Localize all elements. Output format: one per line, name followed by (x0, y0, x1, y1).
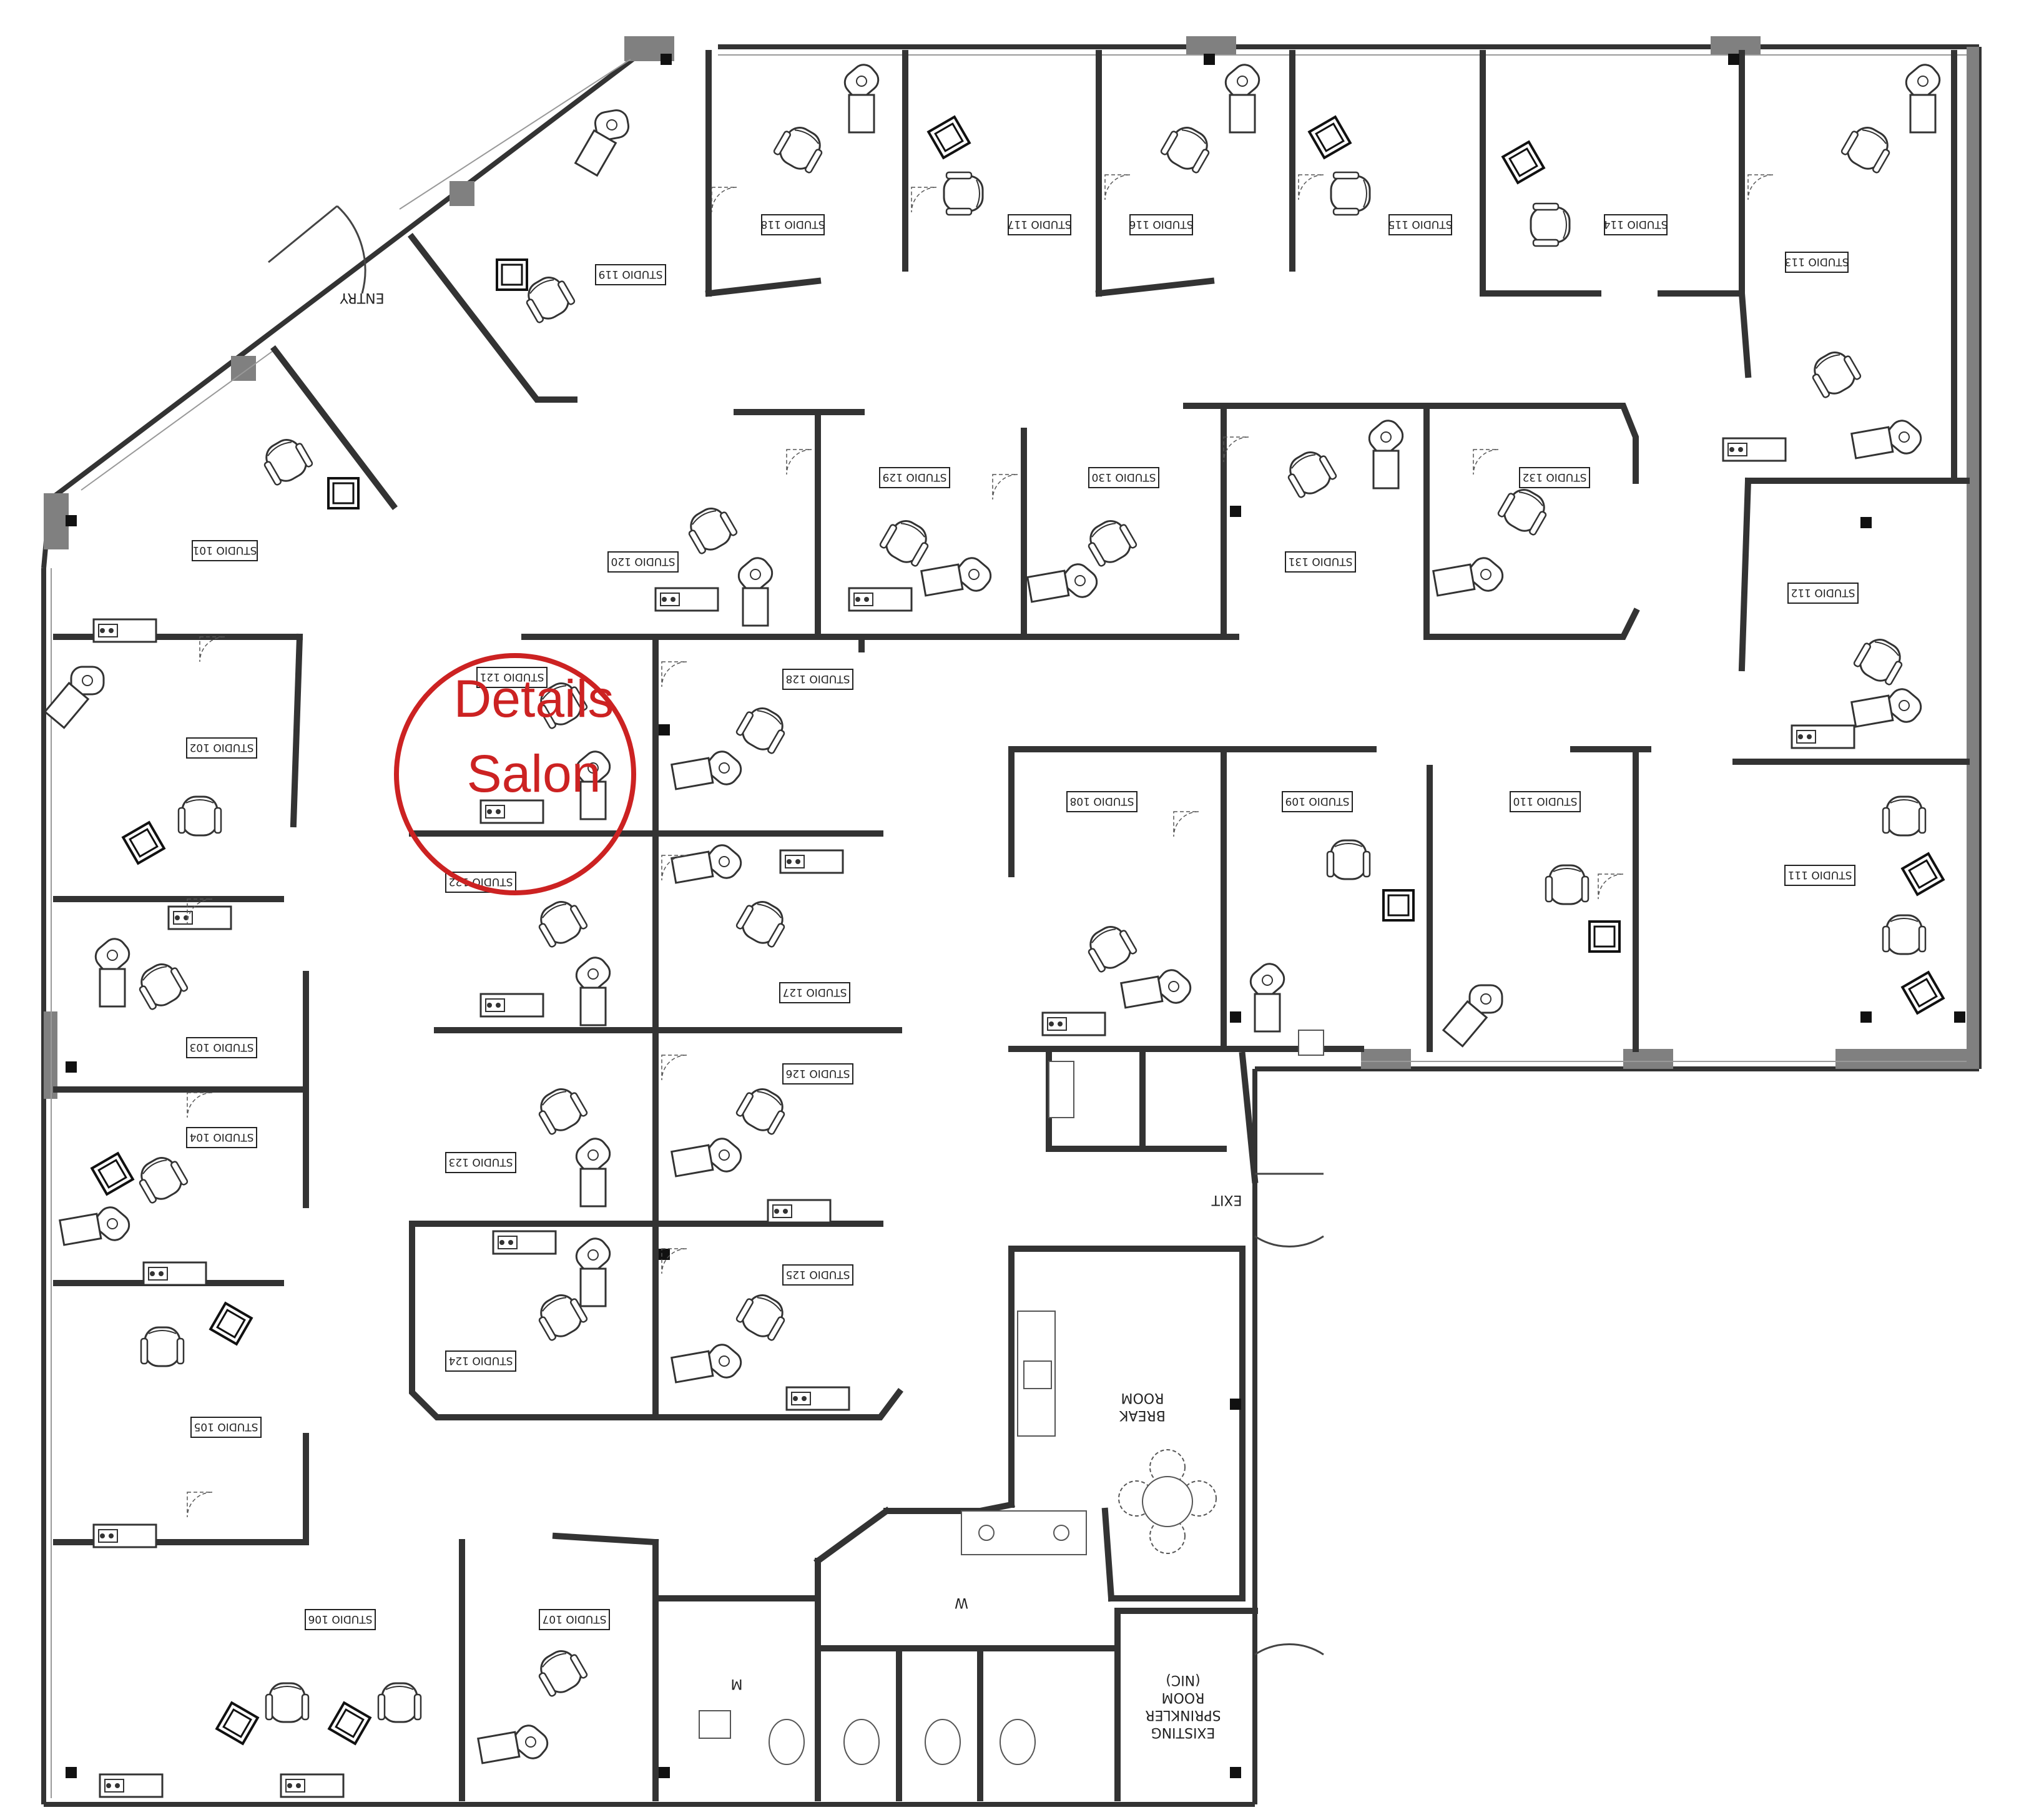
highlight-line1: Details (454, 669, 614, 728)
studio-130-label: STUDIO 130 (1092, 471, 1156, 483)
sprinkler-room-label-line1: EXISTING (1151, 1724, 1216, 1740)
room-labels: STUDIO 118 STUDIO 117 STUDIO 116 STUDIO … (186, 214, 1859, 1630)
salon-chairs (132, 120, 1927, 1723)
studio-129-label: STUDIO 129 (883, 471, 947, 483)
curtain-wall (51, 54, 1967, 1798)
studio-119-label: STUDIO 119 (599, 268, 663, 280)
exit-label: EXIT (1211, 1192, 1242, 1208)
highlight-line2: Salon (467, 744, 601, 803)
studio-117-label: STUDIO 117 (1008, 218, 1072, 230)
studio-115-label: STUDIO 115 (1388, 218, 1453, 230)
studio-109-label: STUDIO 109 (1285, 795, 1350, 807)
highlight-annotation: Details Salon (394, 653, 636, 895)
studio-106-label: STUDIO 106 (308, 1613, 373, 1625)
womens-restroom-label: W (955, 1595, 968, 1610)
studio-105-label: STUDIO 105 (194, 1420, 258, 1433)
studio-120-label: STUDIO 120 (611, 555, 676, 568)
studio-107-label: STUDIO 107 (543, 1613, 607, 1625)
studio-121-label: STUDIO 121 (480, 671, 544, 683)
studio-118-label: STUDIO 118 (761, 218, 825, 230)
entry-door (268, 205, 366, 294)
studio-124-label: STUDIO 124 (449, 1354, 513, 1367)
studio-122-label: STUDIO 122 (449, 875, 513, 888)
studio-108-label: STUDIO 108 (1070, 795, 1134, 807)
sprinkler-room-label-line4: (NIC) (1166, 1672, 1200, 1688)
studio-131-label: STUDIO 131 (1289, 555, 1353, 568)
exit-door (1254, 1173, 1324, 1656)
area-labels: ENTRY EXIT BREAK ROOM M W EXISTING SPRIN… (340, 290, 1242, 1740)
studio-132-label: STUDIO 132 (1523, 471, 1587, 483)
studio-103-label: STUDIO 103 (190, 1041, 254, 1053)
studio-102-label: STUDIO 102 (190, 741, 254, 754)
studio-125-label: STUDIO 125 (786, 1268, 850, 1281)
studio-116-label: STUDIO 116 (1129, 218, 1194, 230)
exterior-wall-shading (44, 36, 1979, 1099)
break-room-fixtures (699, 1030, 1324, 1765)
styling-stations (92, 437, 1855, 1798)
break-room-label-line2: ROOM (1121, 1390, 1164, 1405)
studio-113-label: STUDIO 113 (1785, 255, 1849, 268)
studio-104-label: STUDIO 104 (190, 1131, 254, 1143)
studio-114-label: STUDIO 114 (1604, 218, 1668, 230)
studio-112-label: STUDIO 112 (1791, 586, 1855, 599)
mens-restroom-label: M (731, 1676, 743, 1691)
sprinkler-room-label-line2: SPRINKLER (1145, 1707, 1221, 1723)
studio-101-label: STUDIO 101 (193, 544, 257, 556)
entry-label: ENTRY (340, 290, 385, 305)
studio-110-label: STUDIO 110 (1513, 795, 1578, 807)
studio-111-label: STUDIO 111 (1788, 868, 1852, 881)
highlight-circle (394, 653, 636, 895)
studio-123-label: STUDIO 123 (449, 1156, 513, 1168)
studio-128-label: STUDIO 128 (786, 672, 850, 685)
door-swings (187, 174, 1774, 1518)
break-room-label-line1: BREAK (1119, 1407, 1166, 1423)
studio-126-label: STUDIO 126 (786, 1067, 850, 1080)
styling-carts (91, 116, 1945, 1745)
studio-127-label: STUDIO 127 (783, 986, 847, 998)
sprinkler-room-label-line3: ROOM (1162, 1690, 1205, 1705)
structural-columns (66, 54, 1965, 1778)
